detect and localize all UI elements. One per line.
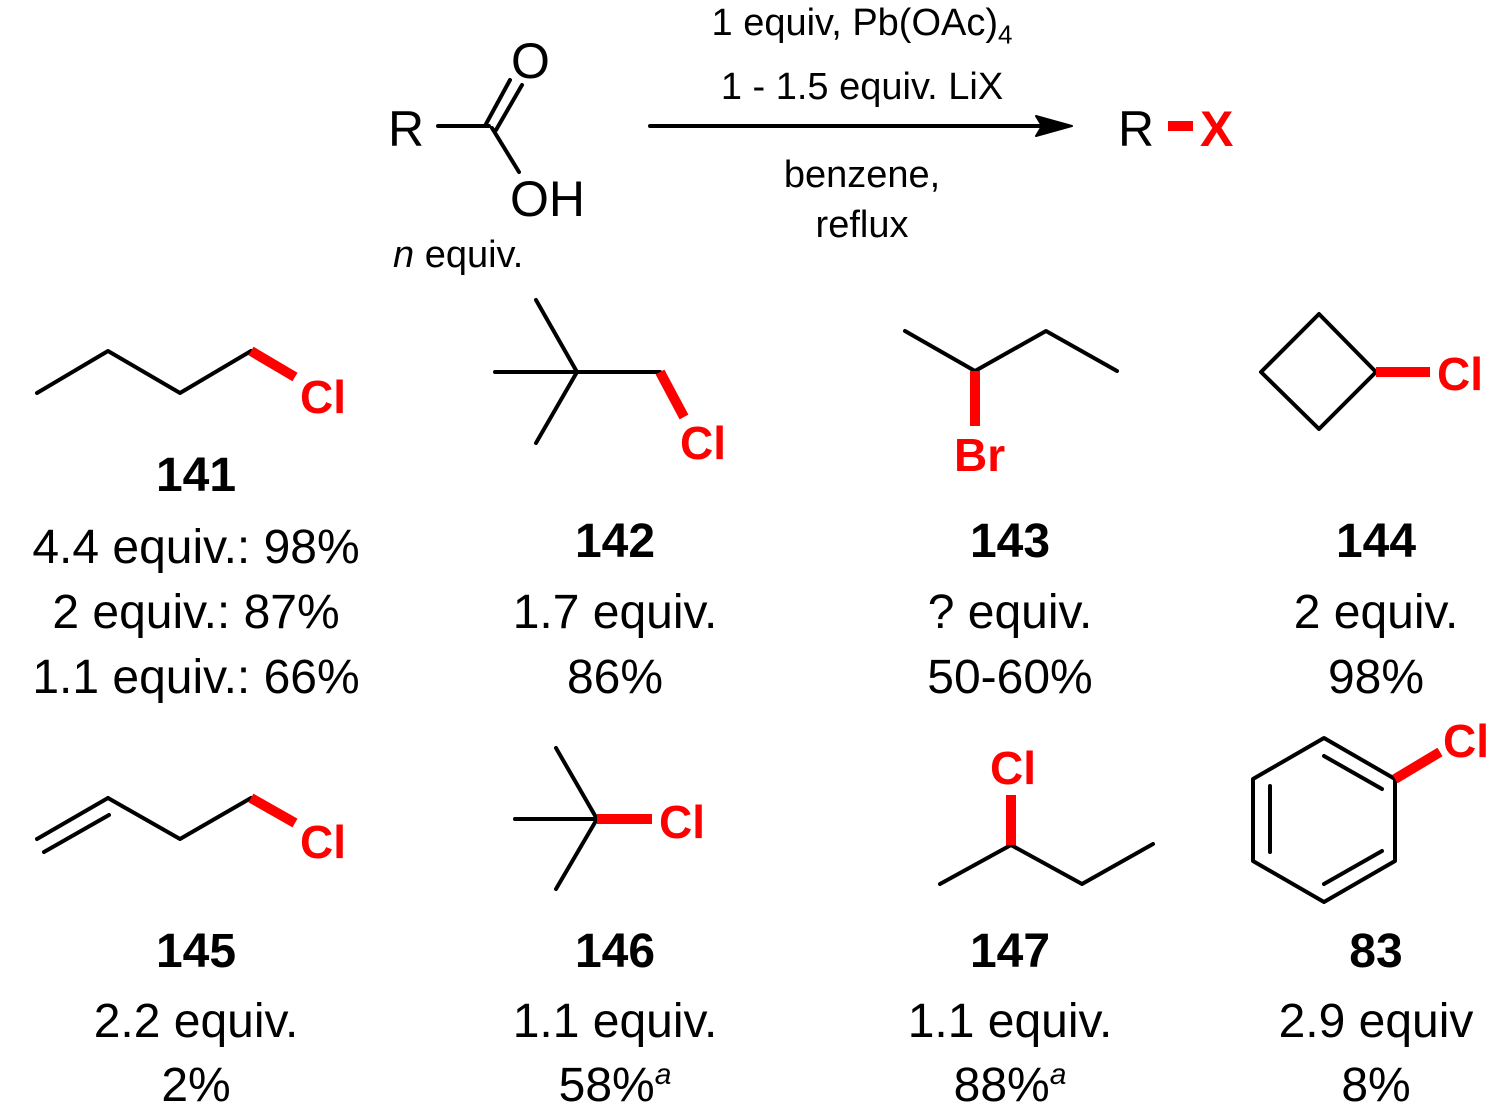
compound-id-83: 83 bbox=[1349, 925, 1403, 978]
carboxylic-acid-bonds bbox=[436, 78, 524, 174]
halogen-label-145: Cl bbox=[300, 816, 346, 868]
condition-oxidant-subscript: 4 bbox=[998, 19, 1013, 50]
reactant-amount: n equiv. bbox=[393, 236, 523, 274]
compound-143-equiv: ? equiv. bbox=[927, 586, 1093, 639]
compound-144-yield: 98% bbox=[1327, 651, 1425, 704]
compound-146-footnote: a bbox=[654, 1058, 672, 1091]
halogen-label-146: Cl bbox=[659, 796, 705, 848]
structure-144 bbox=[1259, 312, 1378, 431]
compound-id-146: 146 bbox=[574, 925, 656, 978]
bond-142-cl bbox=[655, 369, 689, 420]
condition-temperature: reflux bbox=[815, 204, 909, 246]
compound-144-equiv: 2 equiv. bbox=[1293, 586, 1459, 639]
product-x-label: X bbox=[1200, 101, 1234, 157]
structure-142 bbox=[493, 298, 662, 445]
structure-143 bbox=[903, 329, 1119, 373]
compound-146-yield: 58% bbox=[558, 1059, 655, 1112]
compound-147-yield-row: 88%a bbox=[953, 1059, 1067, 1112]
bond-83-cl bbox=[1392, 747, 1443, 784]
structure-147 bbox=[938, 842, 1155, 886]
compound-id-143: 143 bbox=[969, 515, 1051, 568]
product-r-label: R bbox=[1118, 101, 1155, 157]
compound-147-equiv: 1.1 equiv. bbox=[907, 995, 1113, 1048]
compound-141-result-3: 1.1 equiv.: 66% bbox=[32, 651, 360, 704]
compound-83-yield: 8% bbox=[1341, 1059, 1411, 1112]
condition-solvent: benzene, bbox=[783, 154, 941, 196]
reaction-arrow-icon bbox=[648, 115, 1073, 137]
compound-147-yield: 88% bbox=[953, 1059, 1050, 1112]
compound-id-141: 141 bbox=[155, 449, 237, 502]
compound-141-result-1: 4.4 equiv.: 98% bbox=[32, 521, 360, 574]
compound-145-yield: 2% bbox=[161, 1059, 231, 1112]
bond-145-cl bbox=[248, 793, 298, 828]
compound-147-footnote: a bbox=[1049, 1058, 1067, 1091]
condition-oxidant-text: 1 equiv, Pb(OAc) bbox=[711, 2, 999, 44]
halogen-label-147: Cl bbox=[990, 742, 1036, 794]
compound-id-144: 144 bbox=[1335, 515, 1417, 568]
amount-variable: n bbox=[393, 234, 415, 276]
compound-83-equiv: 2.9 equiv bbox=[1278, 995, 1474, 1048]
halogen-label-83: Cl bbox=[1443, 715, 1489, 767]
compound-146-yield-row: 58%a bbox=[558, 1059, 672, 1112]
compound-145-equiv: 2.2 equiv. bbox=[93, 995, 299, 1048]
compound-id-145: 145 bbox=[155, 925, 237, 978]
carbonyl-oxygen-label: O bbox=[511, 33, 550, 89]
compound-id-142: 142 bbox=[574, 515, 656, 568]
compound-142-equiv: 1.7 equiv. bbox=[512, 586, 718, 639]
condition-halide-source: 1 - 1.5 equiv. LiX bbox=[720, 66, 1004, 108]
hydroxyl-label: OH bbox=[510, 171, 585, 227]
halogen-label-143: Br bbox=[954, 429, 1006, 481]
compound-142-yield: 86% bbox=[566, 651, 664, 704]
amount-unit: equiv. bbox=[424, 234, 524, 276]
halogen-label-141: Cl bbox=[300, 371, 346, 423]
structure-145 bbox=[35, 796, 253, 854]
halogen-label-144: Cl bbox=[1437, 348, 1483, 400]
halogen-label-142: Cl bbox=[680, 417, 726, 469]
condition-oxidant: 1 equiv, Pb(OAc)4 bbox=[711, 2, 1013, 48]
compound-146-equiv: 1.1 equiv. bbox=[512, 995, 718, 1048]
compound-id-147: 147 bbox=[969, 925, 1051, 978]
reactant-r-label: R bbox=[388, 101, 425, 157]
structure-141 bbox=[35, 349, 253, 395]
bond-141-cl bbox=[248, 346, 298, 382]
compound-143-yield: 50-60% bbox=[927, 651, 1093, 704]
structure-83 bbox=[1251, 736, 1397, 904]
structure-146 bbox=[513, 746, 599, 891]
compound-141-result-2: 2 equiv.: 87% bbox=[52, 586, 340, 639]
